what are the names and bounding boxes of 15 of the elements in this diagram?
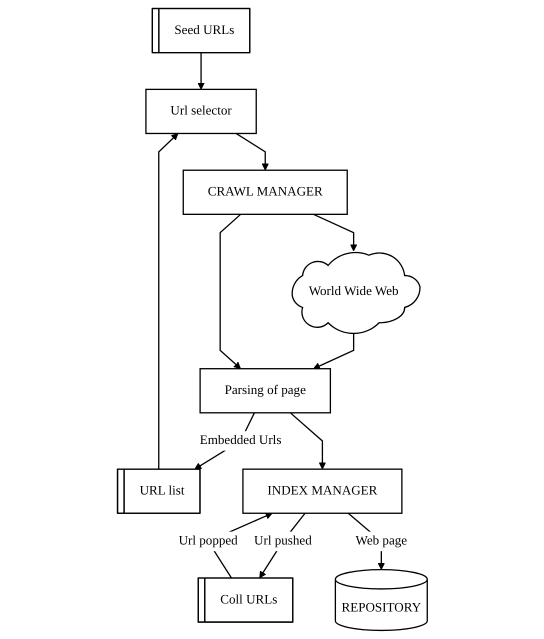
arrow [219, 214, 241, 370]
arrow [197, 52, 204, 90]
arrow [235, 132, 268, 171]
arrow [312, 214, 357, 252]
arrow [312, 332, 354, 370]
node-box: Url selector [144, 88, 256, 134]
node-box: Parsing of page [199, 368, 331, 414]
edge-label: Embedded Urls [199, 434, 281, 448]
arrow [290, 412, 326, 470]
arrow [158, 133, 178, 470]
edge-label: Url popped [178, 534, 238, 548]
node-box: INDEX MANAGER [242, 468, 402, 514]
edge-label: Web page [355, 534, 407, 548]
node-box: CRAWL MANAGER [182, 170, 348, 215]
edge-label: Url pushed [254, 534, 312, 548]
